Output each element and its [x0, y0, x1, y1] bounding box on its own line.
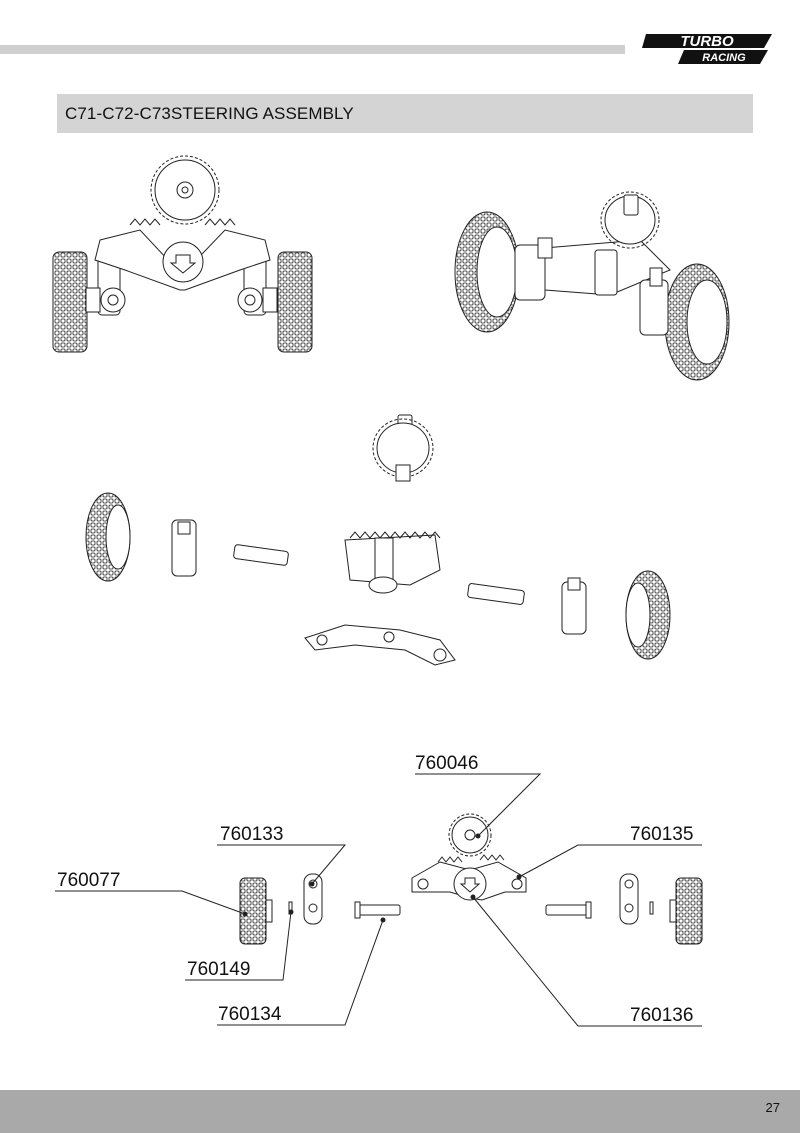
- exploded-pin-left-icon: [233, 544, 289, 566]
- assembled-top-view: [52, 155, 313, 353]
- part-eclip-right-icon: [649, 901, 654, 915]
- exploded-iso-view: [85, 414, 671, 666]
- section-title: C71-C72-C73STEERING ASSEMBLY: [65, 103, 354, 123]
- part-label-760133: 760133: [220, 824, 284, 845]
- logo-top-text: TURBO: [680, 33, 734, 50]
- exploded-link-icon: [304, 624, 456, 666]
- leader-760134: [217, 919, 384, 1026]
- part-label-760135: 760135: [630, 824, 694, 845]
- part-label-760046: 760046: [415, 753, 479, 774]
- leader-760135: [518, 844, 702, 878]
- turbo-racing-logo: TURBO RACING: [642, 33, 772, 64]
- exploded-pin-right-icon: [467, 583, 525, 605]
- leader-760133: [217, 844, 347, 885]
- part-pin-left-icon: [354, 904, 401, 916]
- wheel-right-icon: [277, 251, 313, 353]
- footer-bar: [0, 1090, 800, 1133]
- part-knuckle-right-icon: [619, 873, 639, 925]
- leader-760136: [472, 896, 702, 1027]
- page-number: 27: [765, 1100, 780, 1115]
- header-rule: [0, 45, 625, 54]
- part-label-760136: 760136: [630, 1005, 694, 1026]
- part-label-760149: 760149: [187, 959, 251, 980]
- part-label-760134: 760134: [218, 1004, 282, 1025]
- section-header: C71-C72-C73STEERING ASSEMBLY: [57, 94, 753, 133]
- logo-bottom-text: RACING: [702, 52, 746, 64]
- part-wheel-left-icon: [239, 877, 267, 945]
- part-label-760077: 760077: [57, 870, 121, 891]
- part-pin-right-icon: [545, 904, 592, 916]
- leader-760149: [185, 911, 292, 981]
- assembled-iso-view: [454, 191, 730, 381]
- leader-760077: [55, 890, 246, 915]
- wheel-left-icon: [52, 251, 88, 353]
- leader-760046: [415, 773, 542, 837]
- part-knuckle-left-icon: [303, 873, 323, 925]
- part-wheel-right-icon: [675, 877, 703, 945]
- leader-lines: [55, 773, 702, 1027]
- parts-diagram: [239, 813, 703, 945]
